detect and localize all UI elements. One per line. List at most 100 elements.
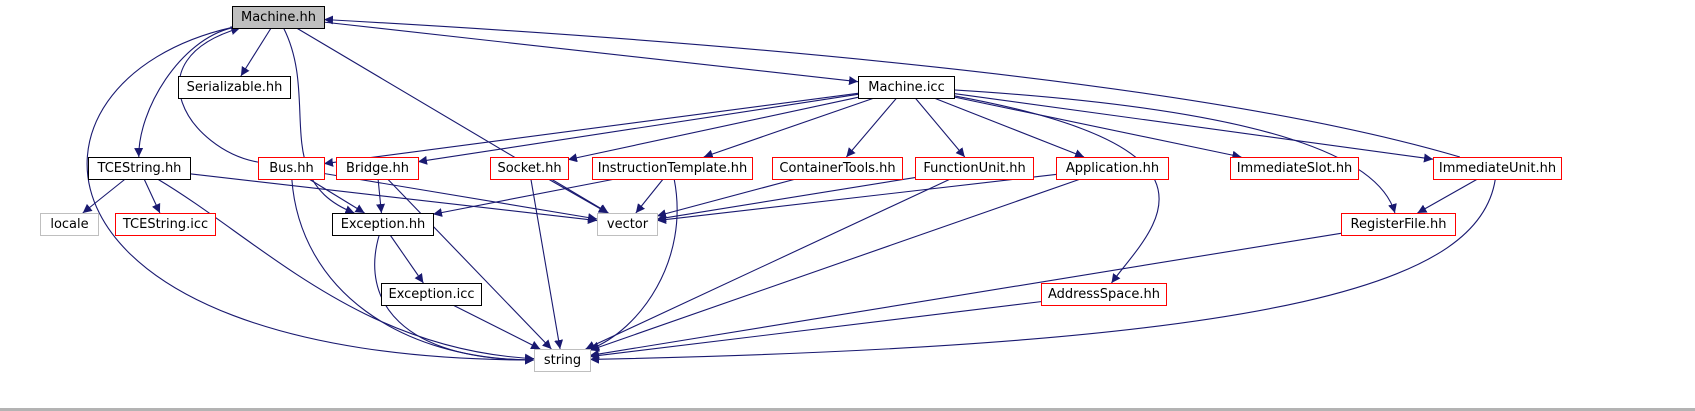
node-application-hh[interactable]: Application.hh	[1056, 157, 1169, 180]
node-box	[858, 76, 955, 99]
node-label: InstructionTemplate.hh	[598, 161, 748, 176]
node-functionunit-hh[interactable]: FunctionUnit.hh	[915, 157, 1034, 180]
edge-functionunit-hh-to-vector	[656, 176, 916, 223]
node-vector: vector	[597, 213, 658, 236]
node-immediateunit-hh[interactable]: ImmediateUnit.hh	[1433, 157, 1562, 180]
edge-socket-hh-to-vector	[547, 178, 609, 214]
node-label: ImmediateUnit.hh	[1439, 161, 1556, 176]
edge-machine-icc-to-socket-hh	[567, 96, 859, 163]
edge-application-hh-to-string	[589, 178, 1081, 352]
node-socket-hh[interactable]: Socket.hh	[490, 157, 569, 180]
edge-immediateunit-hh-to-registerfile-hh	[1417, 178, 1478, 214]
edge-addressspace-hh-to-string	[589, 301, 1042, 360]
node-label: Exception.icc	[388, 287, 474, 302]
node-box	[490, 157, 569, 180]
edge-machine-hh-to-machine-icc	[323, 21, 859, 86]
node-box	[332, 213, 434, 236]
edge-immediateunit-hh-to-string	[589, 178, 1496, 364]
edge-tcestring-hh-to-vector	[189, 173, 598, 225]
node-machine-hh[interactable]: Machine.hh	[232, 6, 325, 29]
edge-machine-hh-to-string	[86, 26, 535, 365]
node-label: locale	[50, 217, 88, 232]
edge-tcestring-hh-to-locale	[82, 178, 126, 214]
edges-layer	[82, 15, 1496, 365]
node-registerfile-hh[interactable]: RegisterFile.hh	[1341, 213, 1456, 236]
edge-bus-hh-to-vector	[323, 172, 598, 222]
node-label: Exception.hh	[341, 217, 426, 232]
edge-application-hh-to-vector	[656, 173, 1057, 224]
node-machine-icc[interactable]: Machine.icc	[858, 76, 955, 99]
node-box	[597, 213, 658, 236]
edge-bus-hh-to-machine-hh	[178, 26, 259, 163]
node-label: Socket.hh	[497, 161, 561, 176]
edge-exception-hh-to-string	[374, 234, 535, 365]
node-box	[258, 157, 325, 180]
node-label: Application.hh	[1066, 161, 1159, 176]
node-locale: locale	[40, 213, 99, 236]
node-exception-icc[interactable]: Exception.icc	[381, 283, 482, 306]
node-label: RegisterFile.hh	[1351, 217, 1447, 232]
edge-instructiontemplate-hh-to-vector	[635, 178, 664, 214]
edge-immediateunit-hh-to-machine-hh	[323, 15, 1461, 158]
edge-registerfile-hh-to-string	[589, 232, 1342, 359]
node-box	[40, 213, 99, 236]
node-label: ContainerTools.hh	[779, 161, 895, 176]
edge-machine-hh-to-tcestring-hh	[134, 27, 233, 158]
node-box	[592, 157, 753, 180]
node-box	[232, 6, 325, 29]
node-box	[1056, 157, 1169, 180]
node-string: string	[534, 349, 591, 372]
node-label: TCEString.hh	[97, 161, 182, 176]
edge-socket-hh-to-string	[530, 178, 564, 350]
edge-instructiontemplate-hh-to-exception-hh	[432, 178, 616, 217]
bottom-scroll-rule	[0, 408, 1695, 411]
node-label: FunctionUnit.hh	[923, 161, 1025, 176]
node-box	[115, 213, 216, 236]
node-box	[1341, 213, 1456, 236]
node-label: string	[544, 353, 581, 368]
edge-tcestring-hh-to-tcestring-icc	[143, 178, 161, 214]
edge-machine-icc-to-application-hh	[933, 97, 1085, 158]
node-bridge-hh[interactable]: Bridge.hh	[336, 157, 419, 180]
edge-machine-icc-to-containertools-hh	[845, 97, 898, 158]
node-containertools-hh[interactable]: ContainerTools.hh	[772, 157, 903, 180]
node-box	[1041, 283, 1167, 306]
node-tcestring-icc[interactable]: TCEString.icc	[115, 213, 216, 236]
node-box	[534, 349, 591, 372]
node-addressspace-hh[interactable]: AddressSpace.hh	[1041, 283, 1167, 306]
edge-machine-icc-to-functionunit-hh	[914, 97, 966, 158]
node-box	[381, 283, 482, 306]
edge-machine-icc-to-registerfile-hh	[953, 89, 1397, 214]
node-serializable-hh[interactable]: Serializable.hh	[178, 76, 291, 99]
node-immediateslot-hh[interactable]: ImmediateSlot.hh	[1230, 157, 1359, 180]
node-label: TCEString.icc	[122, 217, 208, 232]
edge-machine-icc-to-immediateslot-hh	[953, 96, 1242, 160]
node-tcestring-hh[interactable]: TCEString.hh	[88, 157, 191, 180]
edge-machine-icc-to-immediateunit-hh	[953, 93, 1434, 163]
edge-bridge-hh-to-exception-hh	[376, 178, 386, 214]
node-box	[178, 76, 291, 99]
node-exception-hh[interactable]: Exception.hh	[332, 213, 434, 236]
edge-machine-hh-to-exception-hh	[283, 27, 355, 214]
edge-bridge-hh-to-string	[387, 178, 552, 350]
edge-containertools-hh-to-vector	[656, 178, 796, 219]
node-box	[915, 157, 1034, 180]
edge-machine-hh-to-serializable-hh	[240, 27, 272, 77]
edge-machine-icc-to-bridge-hh	[417, 93, 859, 165]
node-bus-hh[interactable]: Bus.hh	[258, 157, 325, 180]
node-label: Machine.icc	[868, 80, 944, 95]
node-box	[772, 157, 903, 180]
edge-tcestring-hh-to-string	[157, 178, 535, 363]
node-label: Bridge.hh	[346, 161, 409, 176]
node-instructiontemplate-hh[interactable]: InstructionTemplate.hh	[592, 157, 753, 180]
node-label: Serializable.hh	[187, 80, 283, 95]
edge-machine-icc-to-addressspace-hh	[953, 95, 1160, 284]
edge-exception-hh-to-exception-icc	[389, 234, 424, 284]
node-label: vector	[607, 217, 649, 232]
node-label: Bus.hh	[269, 161, 314, 176]
edge-bus-hh-to-exception-hh	[308, 178, 365, 214]
edge-machine-icc-to-bus-hh	[323, 92, 859, 167]
edge-functionunit-hh-to-string	[585, 178, 951, 350]
edge-machine-hh-to-vector	[296, 27, 609, 214]
